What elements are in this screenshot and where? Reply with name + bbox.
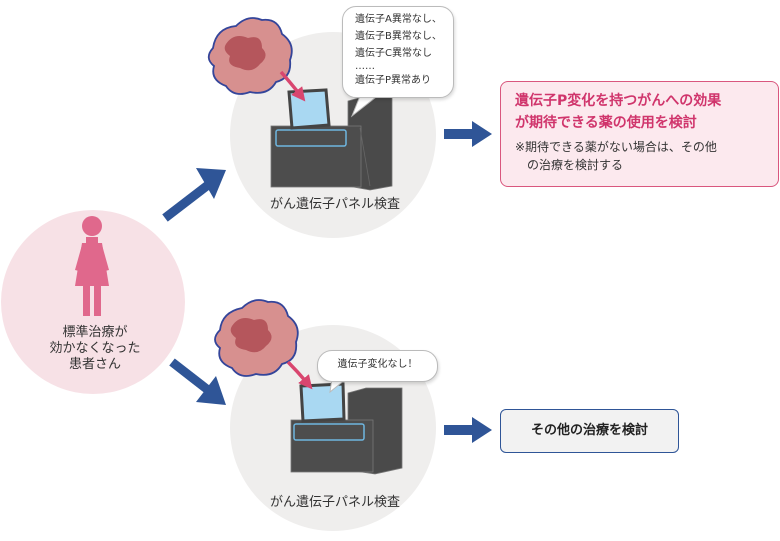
upper-result-title-line: が期待できる薬の使用を検討 xyxy=(515,115,697,131)
arrow-to-lower-test xyxy=(169,358,226,405)
upper-result-note: の治療を検討する xyxy=(527,158,624,172)
bubble-line: …… xyxy=(355,61,375,72)
bubble-line: 遺伝子P異常あり xyxy=(355,75,432,86)
lower-sequencer-machine xyxy=(290,382,403,475)
upper-result-title-line: 遺伝子P変化を持つがんへの効果 xyxy=(515,93,722,109)
lower-sample-arrow xyxy=(286,360,313,390)
bubble-line: 遺伝子C異常なし xyxy=(355,48,432,59)
patient-label-line: 患者さん xyxy=(68,357,121,372)
patient-label: 標準治療が 効かなくなった 患者さん xyxy=(20,325,170,373)
upper-tumor-sample xyxy=(207,17,293,95)
upper-test-label: がん遺伝子パネル検査 xyxy=(269,197,400,212)
bubble-line: 遺伝子A異常なし、 xyxy=(355,14,442,25)
patient-circle xyxy=(1,210,185,394)
arrow-to-lower-result xyxy=(444,417,492,443)
upper-sample-arrow xyxy=(279,70,306,102)
patient-label-line: 効かなくなった xyxy=(49,341,141,356)
arrow-to-upper-result xyxy=(444,121,492,147)
upper-result-box: 遺伝子P変化を持つがんへの効果 が期待できる薬の使用を検討 ※期待できる薬がない… xyxy=(500,81,779,187)
patient-label-line: 標準治療が xyxy=(62,325,128,340)
bubble-line: 遺伝子B異常なし、 xyxy=(355,31,442,42)
lower-result-box: その他の治療を検討 xyxy=(500,409,679,453)
lower-result-bubble: 遺伝子変化なし！ xyxy=(317,350,438,382)
upper-result-note: ※期待できる薬がない場合は、その他 xyxy=(515,140,717,154)
lower-tumor-sample xyxy=(214,299,299,377)
upper-result-bubble: 遺伝子A異常なし、 遺伝子B異常なし、 遺伝子C異常なし …… 遺伝子P異常あり xyxy=(342,6,454,98)
arrow-to-upper-test xyxy=(162,168,226,222)
woman-icon xyxy=(75,216,109,316)
lower-test-label: がん遺伝子パネル検査 xyxy=(269,495,400,510)
